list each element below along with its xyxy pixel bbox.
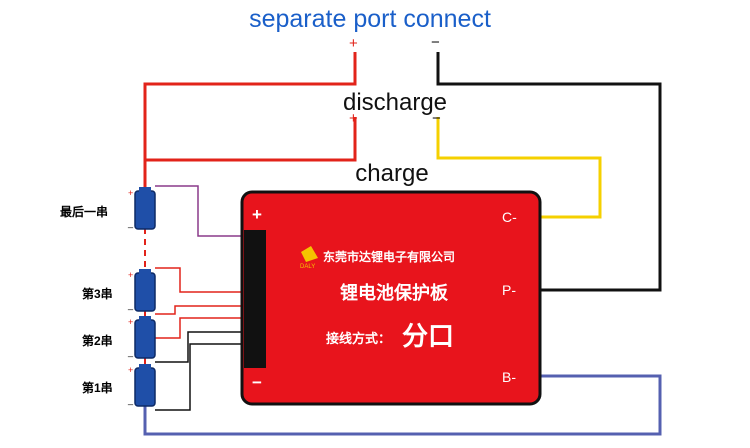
cell-2: + _ 第2串 [82,316,156,359]
svg-text:+: + [128,270,133,280]
discharge-label: discharge [343,89,447,116]
cell-label: 最后一串 [60,204,108,219]
wiring-label: 接线方式： [326,331,391,346]
svg-text:_: _ [127,395,134,405]
balance-wire-last [155,185,244,237]
cell-3: + _ 第3串 [82,269,156,312]
b-minus-terminal: B- [502,369,516,385]
diagram-title: separate port connect [249,5,491,33]
svg-text:_: _ [127,347,134,357]
top-minus-symbol: − [431,34,440,51]
discharge-plus-symbol: + [349,110,358,127]
c-minus-terminal: C- [502,209,517,225]
p-minus-terminal: P- [502,282,516,298]
svg-text:_: _ [127,218,134,228]
balance-connector [244,230,266,368]
protection-board: + − C- P- B- DALY 东莞市达锂电子有限公司 锂电池保护板 接线方… [240,190,542,406]
discharge-minus-symbol: − [432,110,441,127]
daly-logo: DALY [300,246,318,270]
discharge-negative-wire [436,52,662,292]
charge-label: charge [355,160,428,187]
charge-negative-wire [436,117,602,219]
balance-wires-red [155,267,244,339]
cell-last: + _ 最后一串 [60,187,156,230]
cell-label: 第2串 [82,333,113,348]
svg-text:DALY: DALY [300,264,315,270]
balance-wires-black [155,331,244,411]
board-minus-terminal: − [252,373,262,392]
svg-text:_: _ [127,300,134,310]
battery-negative-wire [143,374,662,436]
svg-text:+: + [128,317,133,327]
company-name: 东莞市达锂电子有限公司 [323,249,455,264]
cell-1: + _ 第1串 [82,364,156,407]
top-plus-symbol: + [349,35,358,52]
svg-text:+: + [128,188,133,198]
cell-label: 第3串 [82,286,113,301]
product-name: 锂电池保护板 [340,282,449,303]
wiring-value: 分口 [402,321,454,351]
positive-wires [143,52,357,192]
board-plus-terminal: + [252,205,262,224]
svg-text:+: + [128,365,133,375]
cell-label: 第1串 [82,380,113,395]
